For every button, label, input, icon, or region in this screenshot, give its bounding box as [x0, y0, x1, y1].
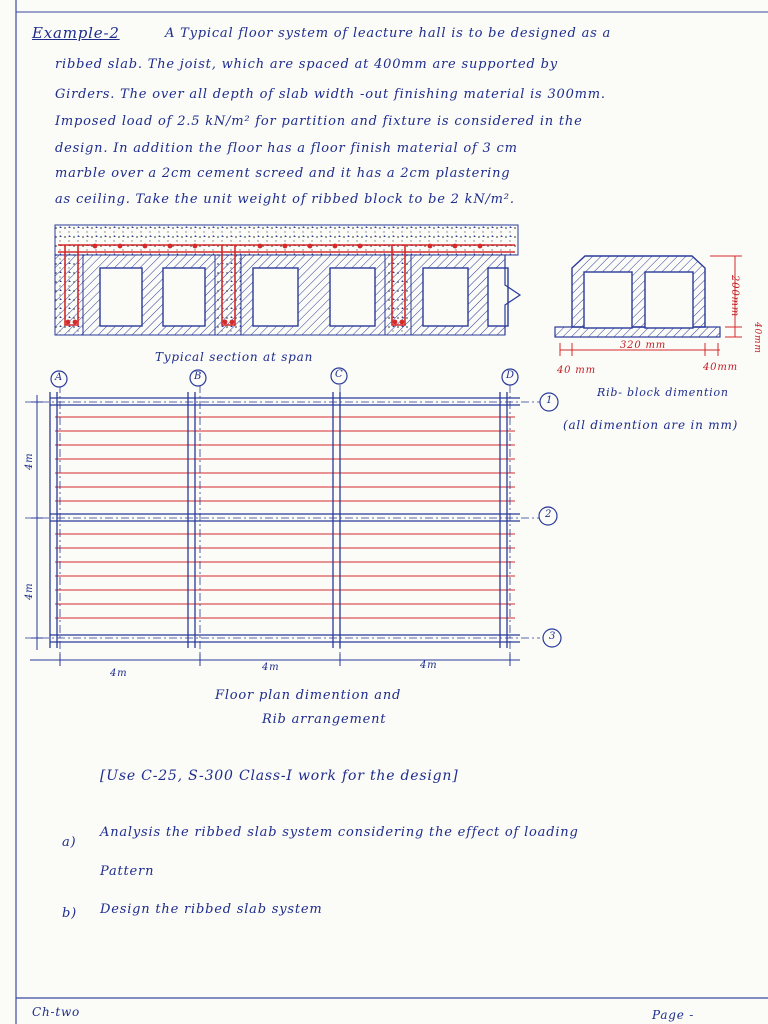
grid-row-1: 1	[546, 395, 554, 406]
task-b-text-1: Design the ribbed slab system	[100, 902, 323, 917]
statement-line-2: ribbed slab. The joist, which are spaced…	[55, 57, 558, 72]
task-a-text-2: Pattern	[100, 864, 155, 879]
footer-page: Page -	[652, 1008, 695, 1022]
task-b-label: b)	[62, 906, 77, 921]
rib-dim-left: 40 mm	[557, 365, 596, 376]
grid-col-b: B	[194, 371, 203, 382]
grid-col-c: C	[335, 369, 344, 380]
plan-caption-1: Floor plan dimention and	[215, 688, 402, 703]
section-caption: Typical section at span	[155, 350, 314, 364]
example-title: Example-2	[32, 24, 120, 42]
statement-line-4: Imposed load of 2.5 kN/m² for partition …	[55, 114, 583, 129]
grid-col-d: D	[506, 370, 515, 381]
task-a-text-1: Analysis the ribbed slab system consider…	[100, 825, 579, 840]
plan-caption-2: Rib arrangement	[262, 712, 387, 727]
grid-row-2: 2	[545, 509, 553, 520]
rib-dim-width: 320 mm	[620, 340, 667, 351]
footer-chapter: Ch-two	[32, 1005, 81, 1019]
task-a-label: a)	[62, 835, 77, 850]
statement-line-7: as ceiling. Take the unit weight of ribb…	[55, 192, 515, 207]
bay-y-2: 4m	[24, 582, 35, 600]
statement-line-6: marble over a 2cm cement screed and it h…	[55, 166, 511, 181]
statement-line-5: design. In addition the floor has a floo…	[55, 141, 518, 156]
rib-dim-right: 40mm	[703, 362, 738, 373]
bay-x-3: 4m	[420, 660, 438, 671]
bay-x-1: 4m	[110, 668, 128, 679]
statement-line-1: A Typical floor system of leacture hall …	[165, 26, 612, 41]
grid-row-3: 3	[549, 631, 557, 642]
grid-col-a: A	[55, 372, 64, 383]
design-spec-line: [Use C-25, S-300 Class-I work for the de…	[100, 768, 459, 784]
bay-y-1: 4m	[24, 452, 35, 470]
statement-line-3: Girders. The over all depth of slab widt…	[55, 87, 606, 102]
rib-block-note: (all dimention are in mm)	[563, 418, 739, 432]
bay-x-2: 4m	[262, 662, 280, 673]
rib-block-caption: Rib- block dimention	[597, 386, 729, 399]
